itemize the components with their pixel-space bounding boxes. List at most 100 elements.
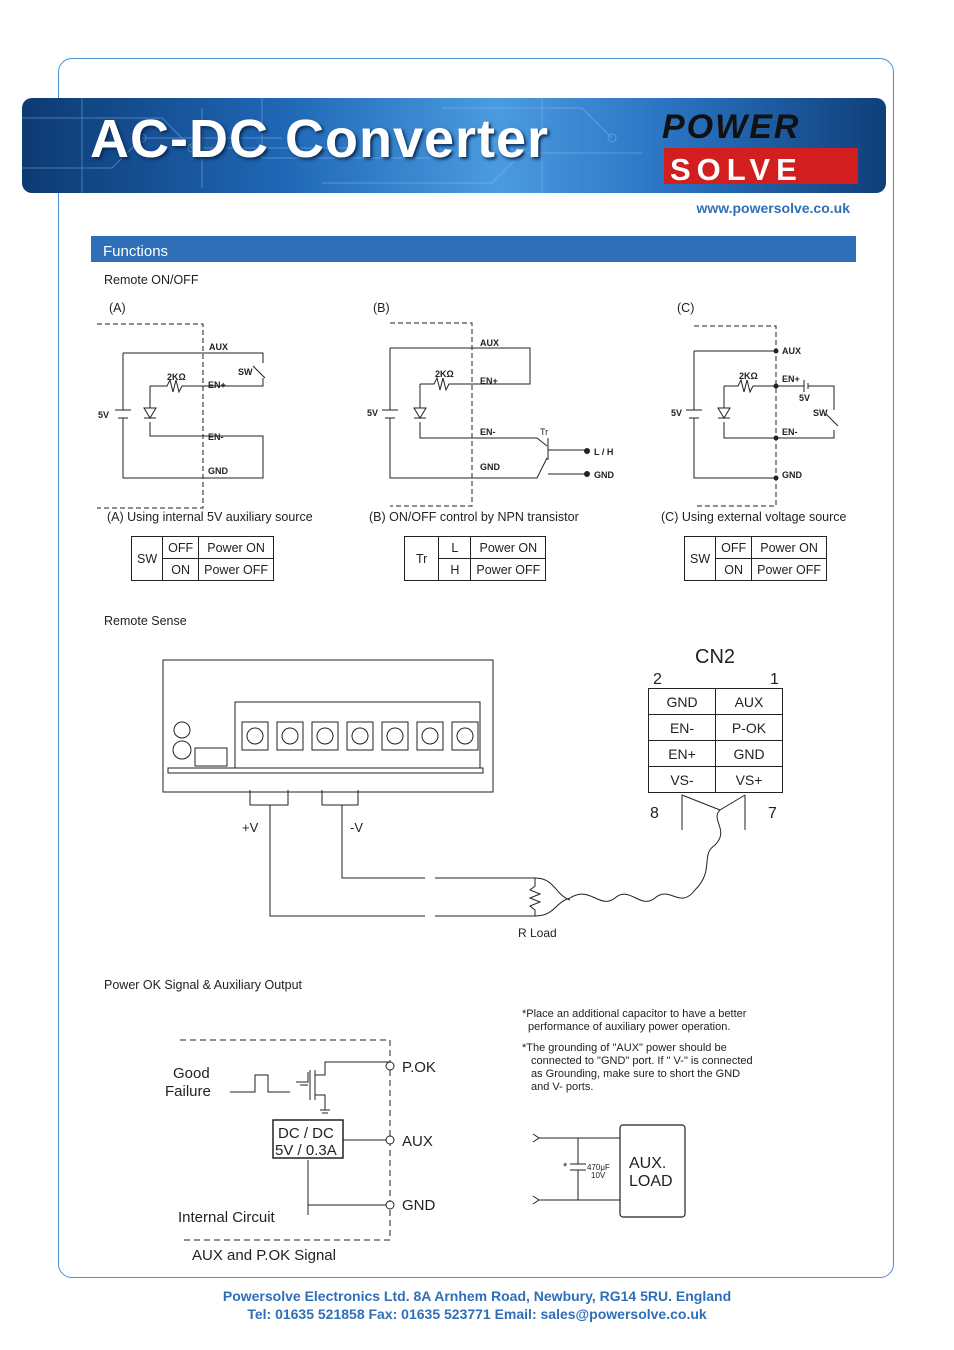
c-5v-ext: 5V xyxy=(799,393,810,403)
pok-failure: Failure xyxy=(165,1083,211,1100)
b-gnd-terminal xyxy=(584,471,590,477)
dcdc-line1: DC / DC xyxy=(278,1125,334,1142)
b-lh: L / H xyxy=(594,447,613,457)
b-enp: EN+ xyxy=(480,376,498,386)
table-cell: Power OFF xyxy=(198,558,275,581)
dcdc-line2: 5V / 0.3A xyxy=(275,1142,337,1159)
footer-address: Powersolve Electronics Ltd. 8A Arnhem Ro… xyxy=(222,1288,732,1304)
pok-caption: AUX and P.OK Signal xyxy=(192,1247,336,1264)
c-enp: EN+ xyxy=(782,374,800,384)
dcdc-box xyxy=(272,1119,344,1159)
b-5v: 5V xyxy=(367,408,378,418)
table-cell: Power ON xyxy=(470,536,547,559)
c-enm: EN- xyxy=(782,427,798,437)
section-header: Functions xyxy=(91,236,856,262)
c-gnd-node xyxy=(773,475,779,481)
remote-onoff-heading: Remote ON/OFF xyxy=(104,273,199,287)
c-enp-node xyxy=(773,383,779,389)
b-lh-terminal xyxy=(584,448,590,454)
table-cell: OFF xyxy=(162,536,200,559)
pok-notes: *Place an additional capacitor to have a… xyxy=(522,1008,792,1094)
table-c-ctrl: SW xyxy=(683,536,717,581)
pok-pok: P.OK xyxy=(402,1059,436,1076)
diagram-b-caption: (B) ON/OFF control by NPN transistor xyxy=(369,510,579,524)
diagram-a-caption: (A) Using internal 5V auxiliary source xyxy=(107,510,313,524)
b-enm: EN- xyxy=(480,427,496,437)
c-sw: SW xyxy=(813,408,828,418)
pcb-pattern xyxy=(22,98,642,193)
note1-line-a: *Place an additional capacitor to have a… xyxy=(522,1008,747,1020)
a-sw: SW xyxy=(238,367,253,377)
table-cell: GND xyxy=(715,740,783,767)
pok-gnd: GND xyxy=(402,1197,436,1214)
a-enp: EN+ xyxy=(208,380,226,390)
pok-diagram: Good Failure DC / DC 5V / 0.3A P.OK AUX … xyxy=(165,1039,436,1264)
footer-contact: Tel: 01635 521858 Fax: 01635 523771 Emai… xyxy=(247,1306,707,1322)
table-cell: OFF xyxy=(715,536,753,559)
header-banner: AC-DC Converter POWER SOLVE xyxy=(22,98,886,193)
a-gnd: GND xyxy=(208,466,229,476)
aux-load-line1: AUX. xyxy=(629,1155,666,1172)
company-logo: POWER SOLVE xyxy=(662,108,862,187)
b-res: 2KΩ xyxy=(435,369,454,379)
cap-star: * xyxy=(563,1161,568,1173)
table-cell: Power OFF xyxy=(470,558,547,581)
diagram-b: AUX 2KΩ EN+ 5V EN- Tr L / H GND GND xyxy=(367,322,615,507)
page-title: AC-DC Converter xyxy=(90,109,550,169)
table-cell: ON xyxy=(715,558,753,581)
sense-plus-v: +V xyxy=(242,820,259,835)
pok-aux: AUX xyxy=(402,1133,433,1150)
truth-table-b: Tr L Power ON H Power OFF xyxy=(403,536,547,581)
diagram-c: AUX 2KΩ EN+ 5V SW 5V EN- GND xyxy=(671,325,839,507)
cn2-pin-1: 1 xyxy=(770,671,779,688)
diagram-c-tag: (C) xyxy=(677,301,695,315)
logo-solve-text: SOLVE xyxy=(670,152,803,187)
logo-power-text: POWER xyxy=(662,108,801,146)
table-cell: Power ON xyxy=(198,536,275,559)
c-gnd: GND xyxy=(782,470,803,480)
table-cell: AUX xyxy=(715,688,783,715)
cn2-pin-7: 7 xyxy=(768,805,777,822)
diagram-c-caption: (C) Using external voltage source xyxy=(661,510,847,524)
c-res: 2KΩ xyxy=(739,371,758,381)
section-title: Functions xyxy=(103,243,169,260)
pok-good: Good xyxy=(173,1065,210,1082)
c-aux: AUX xyxy=(782,346,801,356)
table-cell: P-OK xyxy=(715,714,783,741)
table-b-ctrl: Tr xyxy=(403,536,440,581)
table-cell: GND xyxy=(648,688,716,715)
truth-table-c: SW OFF Power ON ON Power OFF xyxy=(683,536,828,581)
b-tr: Tr xyxy=(540,427,548,437)
remote-sense-heading: Remote Sense xyxy=(104,614,187,628)
website-link[interactable]: www.powersolve.co.uk xyxy=(696,200,850,216)
table-cell: EN- xyxy=(648,714,716,741)
note2-line-c: as Grounding, make sure to short the GND xyxy=(531,1068,741,1080)
sense-rload: R Load xyxy=(518,926,557,940)
cap-value: 470μF xyxy=(587,1163,610,1172)
diagram-a-tag: (A) xyxy=(109,301,126,315)
table-cell: EN+ xyxy=(648,740,716,767)
cn2-title: CN2 xyxy=(695,646,735,668)
cn2-pin-8: 8 xyxy=(650,805,659,822)
diagram-a: AUX SW 2KΩ EN+ 5V EN- GND xyxy=(97,323,266,509)
note2-line-b: connected to "GND" port. If " V-" is con… xyxy=(531,1055,753,1067)
table-cell: VS+ xyxy=(715,766,783,793)
c-5v: 5V xyxy=(671,408,682,418)
pok-internal: Internal Circuit xyxy=(178,1209,276,1226)
cap-voltage: 10V xyxy=(591,1171,606,1180)
truth-table-a: SW OFF Power ON ON Power OFF xyxy=(130,536,275,581)
aux-load-line2: LOAD xyxy=(629,1173,673,1190)
logo-bar xyxy=(664,148,858,154)
table-a-ctrl: SW xyxy=(130,536,164,581)
a-5v: 5V xyxy=(98,410,109,420)
logo-solve-box: SOLVE xyxy=(664,152,858,187)
b-gnd2: GND xyxy=(594,470,615,480)
sense-minus-v: -V xyxy=(350,820,363,835)
a-res: 2KΩ xyxy=(167,372,186,382)
pok-heading: Power OK Signal & Auxiliary Output xyxy=(104,978,303,992)
table-cell: ON xyxy=(162,558,200,581)
page-frame xyxy=(58,58,894,1278)
table-cell: Power OFF xyxy=(751,558,828,581)
table-cell: Power ON xyxy=(751,536,828,559)
